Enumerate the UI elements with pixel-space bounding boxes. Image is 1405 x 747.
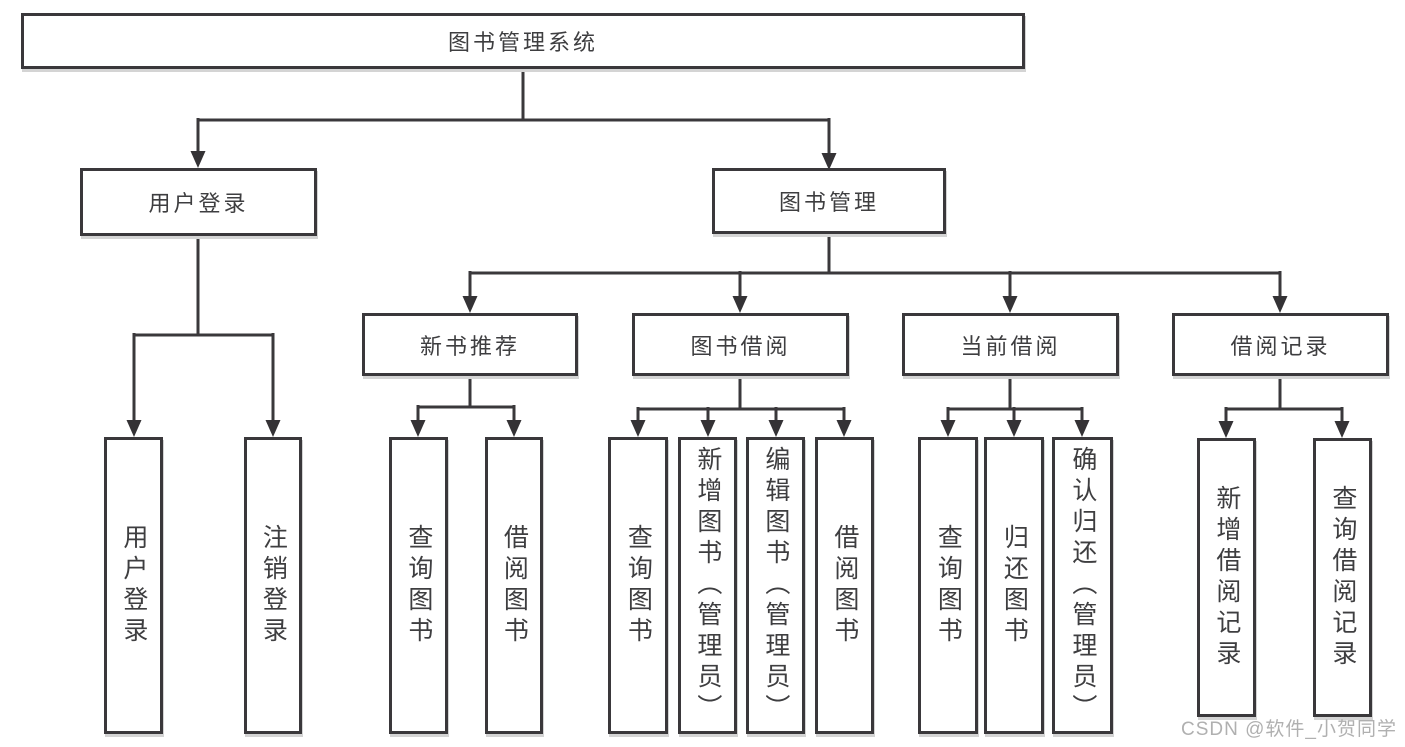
arrowhead-down-icon — [1002, 296, 1018, 313]
leaf-return-books-label: 归还图书 — [1000, 523, 1029, 648]
node-book-borrow: 图书借阅 — [632, 313, 849, 376]
arrowhead-down-icon — [506, 420, 522, 437]
arrowhead-down-icon — [700, 420, 716, 437]
arrowhead-down-icon — [768, 420, 784, 437]
connector-current-borrow-to-leaves — [940, 374, 1090, 437]
leaf-query-books-current: 查询图书 — [918, 437, 978, 734]
arrowhead-down-icon — [732, 296, 748, 313]
leaf-add-borrow-record: 新增借阅记录 — [1197, 438, 1256, 717]
connector-line — [946, 374, 1084, 421]
node-user-login-label: 用户登录 — [148, 191, 249, 216]
arrowhead-down-icon — [1218, 421, 1234, 438]
leaf-edit-books-admin-label: 编辑图书（管理员） — [761, 446, 790, 725]
leaf-query-books-recommend: 查询图书 — [389, 437, 448, 734]
leaf-user-login-label: 用户登录 — [119, 523, 148, 648]
arrowhead-down-icon — [265, 420, 281, 437]
node-current-borrow: 当前借阅 — [902, 313, 1119, 376]
connector-borrow-records-to-leaves — [1218, 374, 1350, 438]
arrowhead-down-icon — [410, 420, 426, 437]
node-root: 图书管理系统 — [21, 13, 1025, 69]
leaf-query-borrow-record-label: 查询借阅记录 — [1328, 484, 1357, 671]
connector-user-login-to-leaves — [126, 234, 281, 437]
connector-line — [196, 69, 831, 154]
leaf-query-books-borrow-label: 查询图书 — [624, 523, 653, 648]
arrowhead-down-icon — [190, 151, 206, 168]
arrowhead-down-icon — [1272, 296, 1288, 313]
connector-root-to-level2 — [190, 69, 837, 170]
node-book-borrow-label: 图书借阅 — [690, 333, 791, 359]
node-user-login: 用户登录 — [80, 168, 317, 236]
leaf-add-books-admin-label: 新增图书（管理员） — [693, 446, 722, 725]
arrowhead-down-icon — [940, 420, 956, 437]
connector-book-management-to-level3 — [462, 231, 1288, 313]
leaf-confirm-return-admin: 确认归还（管理员） — [1052, 437, 1113, 734]
csdn-watermark: CSDN @软件_小贺同学 — [1181, 719, 1397, 740]
leaf-borrow-books: 借阅图书 — [815, 437, 874, 734]
connector-new-book-recommend-to-leaves — [410, 374, 522, 437]
leaf-logout-login-label: 注销登录 — [259, 523, 288, 648]
connector-line — [636, 374, 846, 421]
node-borrow-records-label: 借阅记录 — [1230, 333, 1331, 359]
leaf-borrow-books-recommend-label: 借阅图书 — [500, 523, 529, 648]
connector-book-borrow-to-leaves — [630, 374, 852, 437]
node-borrow-records: 借阅记录 — [1172, 313, 1389, 376]
node-new-book-recommend-label: 新书推荐 — [419, 333, 520, 359]
arrowhead-down-icon — [1074, 420, 1090, 437]
leaf-borrow-books-label: 借阅图书 — [830, 523, 859, 648]
leaf-user-login: 用户登录 — [104, 437, 163, 734]
arrowhead-down-icon — [1006, 420, 1022, 437]
connector-line — [416, 374, 516, 421]
arrowhead-down-icon — [821, 153, 837, 170]
leaf-query-books-current-label: 查询图书 — [934, 523, 963, 648]
connector-line — [132, 234, 275, 421]
node-book-management-label: 图书管理 — [778, 190, 879, 215]
leaf-query-borrow-record: 查询借阅记录 — [1313, 438, 1372, 717]
node-new-book-recommend: 新书推荐 — [362, 313, 578, 376]
leaf-return-books: 归还图书 — [984, 437, 1044, 734]
leaf-confirm-return-admin-label: 确认归还（管理员） — [1068, 446, 1097, 725]
node-current-borrow-label: 当前借阅 — [960, 333, 1061, 359]
leaf-logout-login: 注销登录 — [244, 437, 302, 734]
leaf-edit-books-admin: 编辑图书（管理员） — [746, 437, 805, 734]
arrowhead-down-icon — [126, 420, 142, 437]
arrowhead-down-icon — [1334, 421, 1350, 438]
leaf-borrow-books-recommend: 借阅图书 — [485, 437, 543, 734]
leaf-query-books-recommend-label: 查询图书 — [404, 523, 433, 648]
leaf-add-books-admin: 新增图书（管理员） — [678, 437, 737, 734]
connector-line — [468, 231, 1282, 297]
leaf-query-books-borrow: 查询图书 — [608, 437, 668, 734]
node-book-management: 图书管理 — [712, 168, 946, 234]
leaf-add-borrow-record-label: 新增借阅记录 — [1212, 484, 1241, 671]
arrowhead-down-icon — [630, 420, 646, 437]
arrowhead-down-icon — [836, 420, 852, 437]
connector-line — [1224, 374, 1344, 422]
arrowhead-down-icon — [462, 296, 478, 313]
node-root-label: 图书管理系统 — [447, 30, 598, 55]
